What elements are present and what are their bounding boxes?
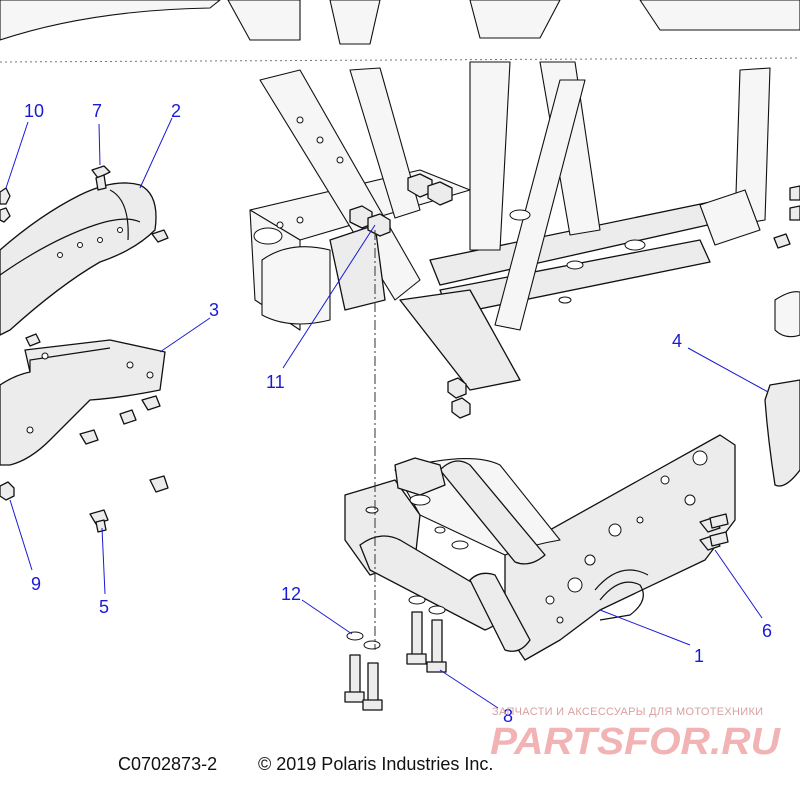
callout-6: 6 <box>762 621 772 641</box>
upper-frame-section <box>0 0 800 45</box>
callout-1: 1 <box>694 646 704 666</box>
fasteners <box>0 165 800 711</box>
frame-cut-line <box>0 57 800 63</box>
callout-7: 7 <box>92 101 102 121</box>
callout-11: 11 <box>266 372 285 392</box>
callout-8: 8 <box>503 706 513 726</box>
part-1-bumper-mount <box>344 434 736 661</box>
part-3-left-bracket <box>0 339 166 466</box>
watermark-tagline: ЗАПЧАСТИ И АКСЕССУАРЫ ДЛЯ МОТОТЕХНИКИ <box>492 706 764 718</box>
callout-numbers: 1 2 3 4 5 6 7 8 9 10 11 12 <box>24 101 772 726</box>
chassis-frame <box>249 61 771 391</box>
copyright-notice: © 2019 Polaris Industries Inc. <box>258 754 494 774</box>
callout-9: 9 <box>31 574 41 594</box>
callout-5: 5 <box>99 597 109 617</box>
callout-10: 10 <box>24 101 44 121</box>
leader-lines <box>5 117 769 709</box>
part-4-right-bracket <box>764 291 800 487</box>
callout-2: 2 <box>171 101 181 121</box>
watermark-logo-text: PARTSFOR.RU <box>490 721 782 762</box>
watermark: ЗАПЧАСТИ И АКСЕССУАРЫ ДЛЯ МОТОТЕХНИКИ PA… <box>488 700 784 762</box>
figure-code: C0702873-2 <box>118 754 218 774</box>
callout-12: 12 <box>281 584 301 604</box>
watermark-logo: PARTSFOR.RU <box>490 721 782 762</box>
callout-3: 3 <box>209 300 219 320</box>
callout-4: 4 <box>672 331 682 351</box>
part-2-bumper-tube <box>0 182 157 336</box>
